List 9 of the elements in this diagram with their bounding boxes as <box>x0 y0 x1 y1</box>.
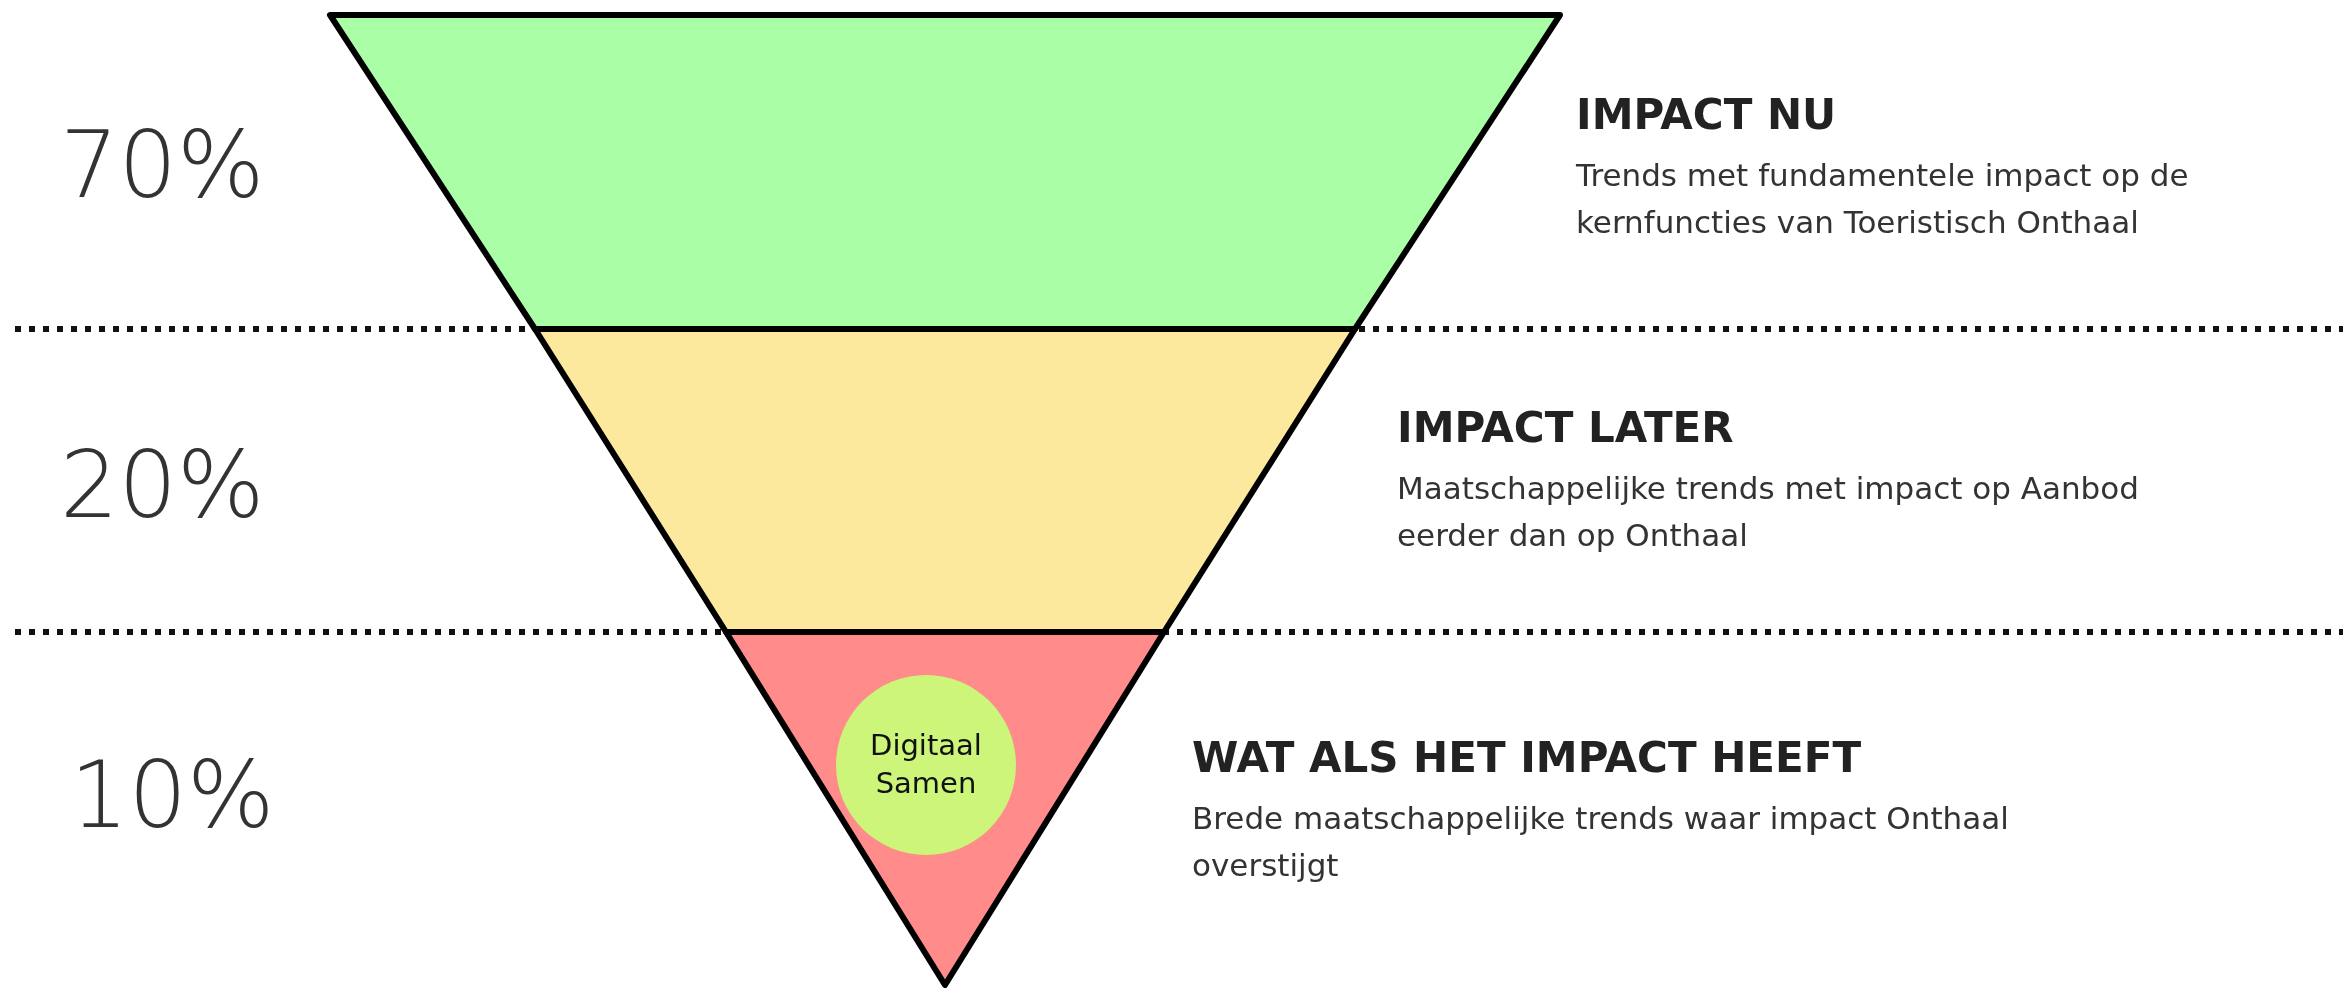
tier-heading: IMPACT LATER <box>1397 405 1734 452</box>
percentage-label: 20% <box>60 440 265 532</box>
tier-description: Maatschappelijke trends met impact op Aanbod eerder dan op Onthaal <box>1397 469 2140 555</box>
tier-heading: WAT ALS HET IMPACT HEEFT <box>1192 735 1862 782</box>
tier-description: Trends met fundamentele impact op de kernfuncties van Toeristisch Onthaal <box>1576 156 2190 242</box>
percentage-label: 70% <box>60 120 265 212</box>
percentage-label: 10% <box>70 750 275 842</box>
tier-heading: IMPACT NU <box>1576 92 1837 139</box>
tier-description: Brede maatschappelijke trends waar impact Onthaal overstijgt <box>1192 799 2010 885</box>
